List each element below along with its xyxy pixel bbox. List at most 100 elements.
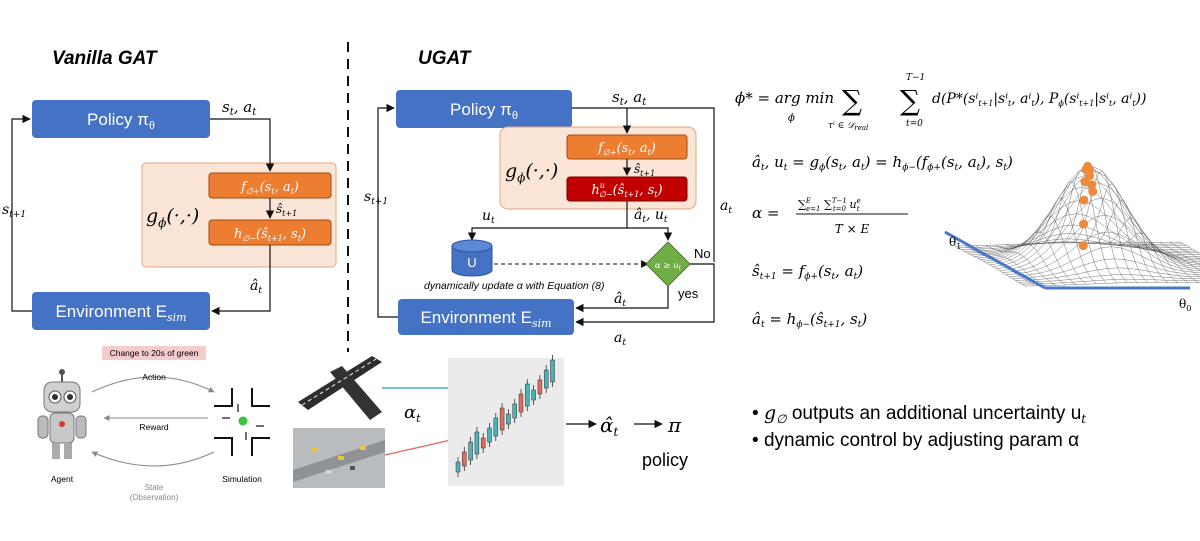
- candle-body: [494, 418, 498, 436]
- mesh-line: [1016, 268, 1200, 281]
- rl-action-label: Action: [142, 372, 166, 382]
- summary-bullets: • g∅ outputs an additional uncertainty u…: [752, 402, 1086, 451]
- vanilla-policy-label: Policy πθ: [87, 110, 155, 132]
- candle-body: [462, 452, 466, 466]
- theta1-label: θ1: [949, 235, 961, 251]
- trajectory-point: [1079, 241, 1088, 250]
- candle-body: [551, 360, 555, 382]
- theta0-label: θ0: [1179, 297, 1191, 313]
- robot-agent-icon: [38, 369, 86, 459]
- ugat-dynamic-note: dynamically update α with Equation (8): [424, 280, 605, 292]
- trajectory-point: [1079, 196, 1088, 205]
- candle-body: [469, 442, 473, 460]
- ugat-title: UGAT: [418, 48, 472, 69]
- theta1-axis: [945, 232, 1045, 288]
- rl-state-arrow: [92, 452, 214, 466]
- ugat-edge-to-u: [472, 228, 627, 240]
- mesh-line: [1078, 184, 1148, 283]
- trajectory-point: [1079, 220, 1088, 229]
- ugat-edge-ahat-label: ât: [614, 291, 626, 309]
- candle-body: [532, 390, 536, 400]
- ugat-edge-ut-label: ut: [482, 208, 495, 226]
- pipeline-alpha-label: αt: [404, 402, 421, 425]
- rl-simulation-label: Simulation: [222, 474, 262, 484]
- traffic-light-icon: [239, 417, 248, 426]
- rl-state-label: State: [145, 483, 164, 492]
- ugat-policy-label: Policy πθ: [450, 100, 518, 122]
- bullet-item-1: • g∅ outputs an additional uncertainty u…: [752, 402, 1086, 426]
- mesh-line: [1022, 279, 1200, 284]
- mesh-line: [1098, 218, 1168, 283]
- ugat-edge-env-to-policy: [378, 108, 398, 317]
- candle-body: [488, 428, 492, 442]
- candle-body: [456, 462, 460, 472]
- vanilla-edge-snext-label: st+1: [2, 202, 26, 220]
- rl-reward-label: Reward: [139, 422, 169, 432]
- rl-loop-illustration: Change to 20s of green Action Reward Sta…: [38, 346, 270, 502]
- candle-body: [544, 370, 548, 388]
- vanilla-title: Vanilla GAT: [52, 48, 158, 69]
- ugat-env-label: Environment Esim: [420, 308, 551, 330]
- ugat-edge-at-bottom-label: at: [614, 330, 626, 348]
- loss-surface-illustration: θ1 θ0: [945, 162, 1200, 313]
- ugat-edge-at-right-label: at: [720, 198, 732, 216]
- equation-alpha-lhs: α =: [752, 204, 779, 222]
- pipeline-pi-label: π: [667, 413, 682, 437]
- surface-mesh: [955, 166, 1200, 286]
- equation-a-hat: ât = hϕ−(ŝt+1, st): [752, 310, 867, 330]
- candle-body: [525, 384, 529, 406]
- vanilla-edge-sa-label: st, at: [222, 98, 257, 118]
- equation-phi-under: ϕ: [788, 113, 795, 124]
- trajectory-point: [1081, 165, 1090, 174]
- pipeline-ahat-label: α̂t: [600, 413, 619, 439]
- vanilla-env-label: Environment Esim: [55, 302, 186, 324]
- bullet-item-2: • dynamic control by adjusting param α: [752, 430, 1079, 451]
- rl-observation-label: (Observation): [130, 493, 179, 502]
- ugat-edge-sa-label: st, at: [612, 88, 647, 108]
- ugat-decision-label: α ≥ ut: [655, 261, 682, 272]
- vanilla-g-label: gϕ(·,·): [146, 205, 199, 230]
- equation-sum2-under: t=0: [906, 119, 923, 129]
- ugat-edge-ahat-ut-label: ât, ut: [634, 207, 668, 225]
- ugat-diagram: UGAT Policy πθ gϕ(·,·) f∅+(st, at) hu∅−(…: [364, 48, 732, 348]
- trajectory-point: [1080, 177, 1089, 186]
- ugat-edge-snext-label: st+1: [364, 189, 388, 207]
- mesh-line: [986, 245, 1056, 285]
- equation-phi-rhs: d(P*(sⁱt+1|sⁱt, aⁱt), Pϕ(sⁱt+1|sⁱt, aⁱt)…: [932, 91, 1146, 108]
- equation-sum1-under: τⁱ ∈ 𝒟real: [828, 121, 868, 132]
- vanilla-gat-diagram: Vanilla GAT Policy πθ gϕ(·,·) f∅+(st, at…: [2, 48, 336, 330]
- equation-sum2: ∑: [900, 84, 920, 117]
- equation-sum1: ∑: [842, 84, 862, 117]
- candle-body: [475, 432, 479, 454]
- mesh-line: [1027, 198, 1097, 284]
- equation-alpha-denominator: T × E: [835, 222, 870, 236]
- mesh-line: [974, 214, 1199, 257]
- candle-body: [500, 408, 504, 430]
- surface-trajectory: [1079, 162, 1097, 250]
- uncertainty-store-label: U: [467, 255, 476, 270]
- traffic-photo-image: [293, 428, 385, 488]
- rl-banner-label: Change to 20s of green: [110, 348, 199, 358]
- candle-body: [538, 380, 542, 394]
- vanilla-edge-ahat-label: ât: [250, 278, 262, 296]
- candle-body: [513, 404, 517, 418]
- ugat-yes-label: yes: [678, 286, 699, 301]
- mesh-line: [1000, 198, 1200, 271]
- mesh-line: [1016, 216, 1086, 284]
- pipeline-illustration: αt α̂t π policy: [293, 355, 688, 488]
- equation-phi-star: ϕ* = arg min: [735, 89, 834, 107]
- candle-body: [481, 438, 485, 448]
- ugat-g-label: gϕ(·,·): [505, 160, 558, 185]
- candle-body: [519, 394, 523, 412]
- ugat-edge-to-decision: [627, 228, 668, 240]
- road-crossing-image: [298, 356, 382, 426]
- equation-s-hat: ŝt+1 = fϕ+(st, at): [752, 262, 863, 282]
- candle-body: [506, 414, 510, 424]
- equation-g: ât, ut = gϕ(st, at) = hϕ−(fϕ+(st, at), s…: [752, 153, 1013, 173]
- rl-agent-label: Agent: [51, 474, 74, 484]
- pipeline-policy-label: policy: [642, 450, 688, 470]
- equation-sum2-top: T−1: [906, 73, 925, 83]
- ugat-no-label: No: [694, 246, 711, 261]
